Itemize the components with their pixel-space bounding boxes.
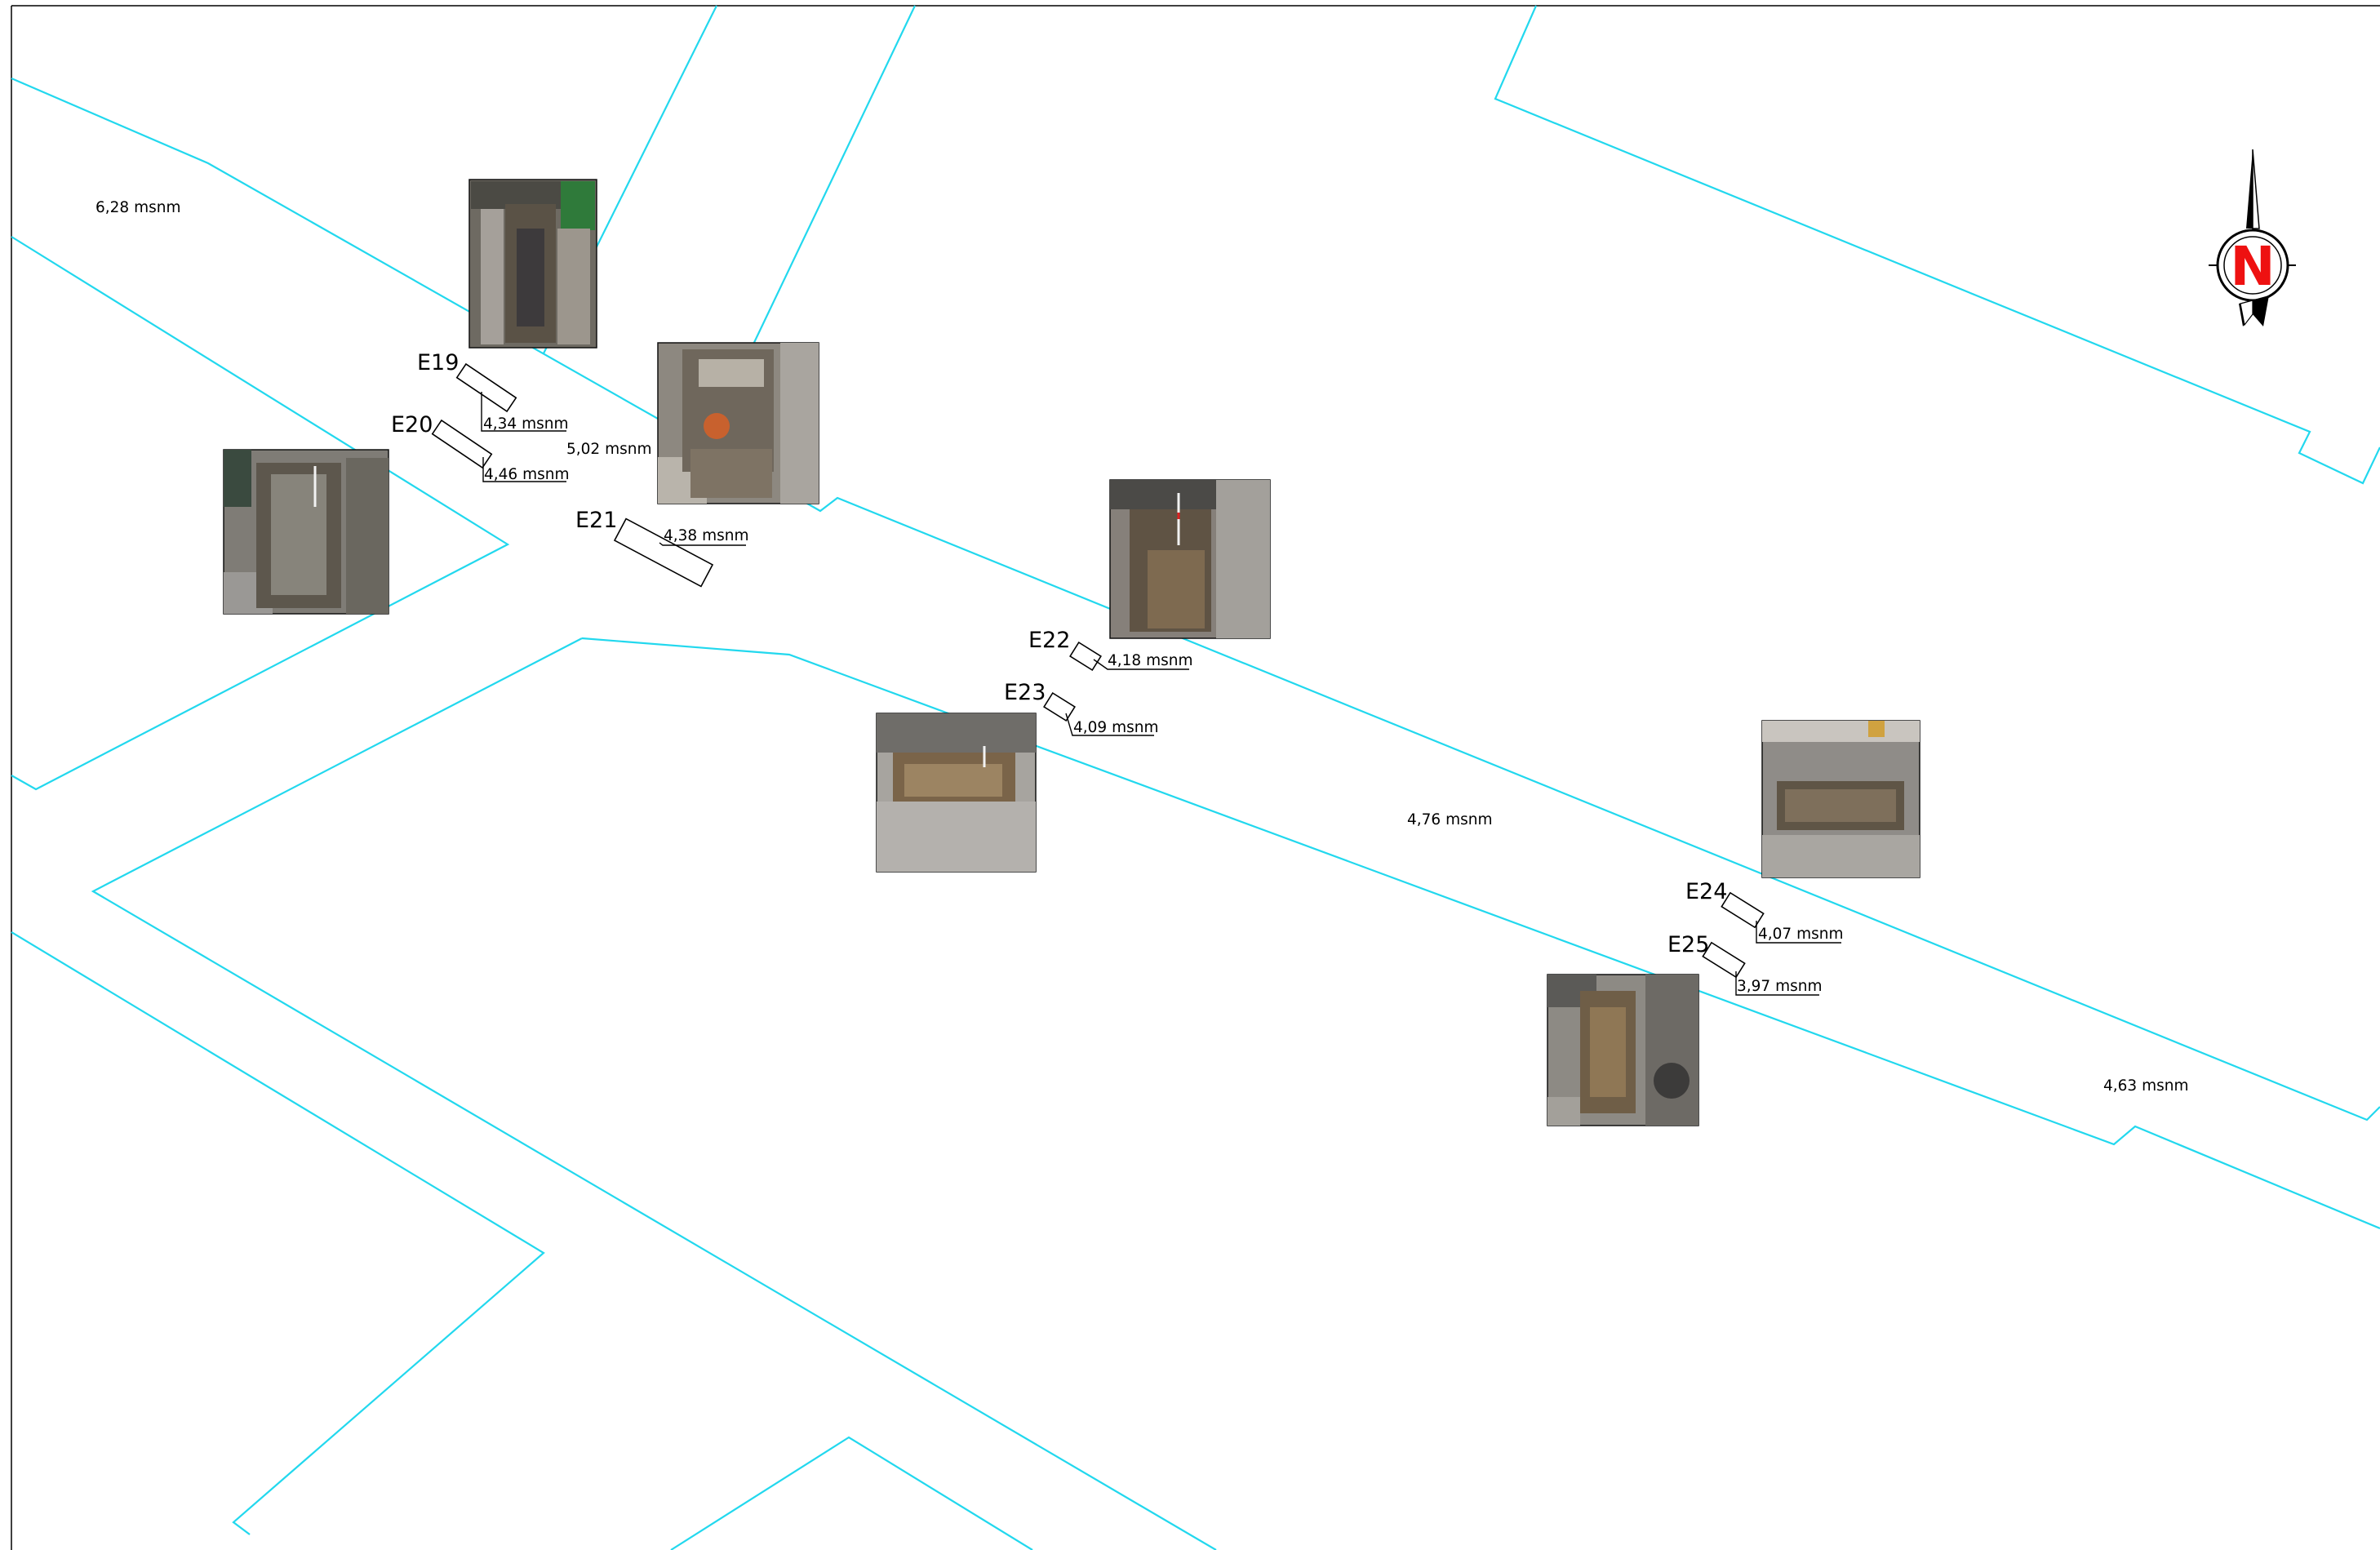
trench-e23: E23 4,09 msnm (1004, 680, 1158, 736)
elevation-label: 3,97 msnm (1737, 978, 1822, 995)
map-frame (11, 5, 2380, 1550)
spot-elevation-label: 5,02 msnm (566, 441, 651, 458)
trench-photo (223, 449, 389, 615)
elevation-label: 4,09 msnm (1073, 719, 1158, 736)
trench-e25: E25 3,97 msnm (1667, 932, 1822, 996)
trench-photo (876, 713, 1037, 873)
spot-elevation-label: 4,76 msnm (1407, 811, 1492, 828)
trench-e24: E24 4,07 msnm (1685, 879, 1843, 944)
elevation-label: 4,07 msnm (1758, 926, 1843, 943)
north-letter: N (2230, 235, 2275, 298)
spot-elevation-label: 6,28 msnm (95, 199, 180, 216)
elevation-label: 4,46 msnm (484, 466, 569, 483)
spot-elevation-label: 4,63 msnm (2103, 1077, 2188, 1095)
trench-e21: E21 4,38 msnm (575, 508, 748, 588)
trench-e20: E20 4,46 msnm (391, 412, 569, 483)
trench-id-label: E24 (1685, 879, 1727, 904)
trench-id-label: E19 (417, 350, 459, 375)
trench-id-label: E20 (391, 412, 433, 437)
trench-e22: E22 4,18 msnm (1028, 628, 1192, 672)
north-arrow-icon: N (2209, 149, 2296, 326)
trench-photo (657, 342, 819, 504)
trench-id-label: E25 (1667, 932, 1709, 957)
elevation-label: 4,38 msnm (664, 527, 748, 544)
trench-e19: E19 4,34 msnm (417, 350, 568, 433)
elevation-label: 4,34 msnm (483, 415, 568, 433)
trench-id-label: E22 (1028, 628, 1070, 653)
trench-id-label: E23 (1004, 680, 1046, 705)
parcel-outlines (11, 5, 2380, 1550)
trench-photo (1761, 720, 1920, 878)
trench-photo (468, 179, 597, 349)
trench-photo (1109, 479, 1271, 639)
trench-photo (1547, 974, 1699, 1126)
trench-id-label: E21 (575, 508, 617, 533)
elevation-label: 4,18 msnm (1108, 652, 1192, 669)
